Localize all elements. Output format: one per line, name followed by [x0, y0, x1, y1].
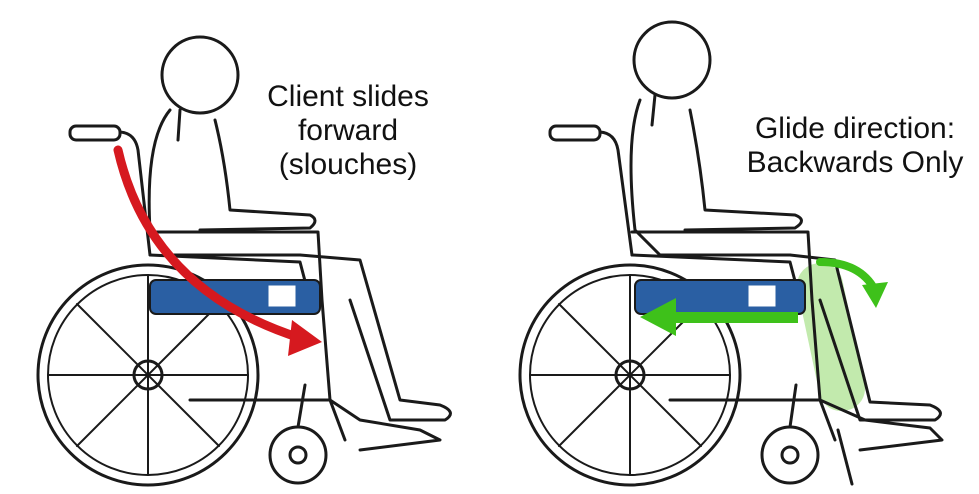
caption-line: forward [297, 114, 399, 147]
caption-line: Glide direction: [754, 112, 956, 145]
wheel-spokes [529, 274, 731, 476]
leg [788, 253, 942, 422]
torso [629, 98, 792, 257]
panel-slouching: Client slides forward (slouches) [36, 35, 452, 487]
caption-line: Client slides [267, 80, 429, 113]
slouch-arrow-head [288, 320, 322, 356]
footrest [328, 398, 442, 452]
caption-line: Backwards Only [746, 146, 964, 179]
push-handle [70, 128, 152, 257]
caption-glide-direction: Glide direction: Backwards Only [735, 112, 975, 180]
leg [298, 253, 452, 422]
wheelchair-illustration-left [36, 35, 452, 487]
slouch-arrow [113, 145, 305, 343]
glide-arrow-head [640, 298, 676, 336]
caption-line: (slouches) [278, 148, 418, 181]
push-handle [550, 128, 634, 257]
armrest [630, 230, 822, 402]
caption-slouching: Client slides forward (slouches) [248, 80, 448, 182]
head [632, 20, 712, 100]
armrest [148, 230, 332, 402]
rear-wheel [518, 263, 742, 487]
rear-wheel [36, 263, 260, 487]
footrest [818, 398, 944, 452]
head [160, 35, 240, 115]
wheelchair-illustration-right [518, 20, 944, 487]
wheel-spokes [47, 274, 249, 476]
panel-glide-backwards: Glide direction: Backwards Only [490, 0, 979, 494]
glide-arrow [670, 312, 798, 323]
knee-curve-arrow-head [862, 282, 888, 308]
